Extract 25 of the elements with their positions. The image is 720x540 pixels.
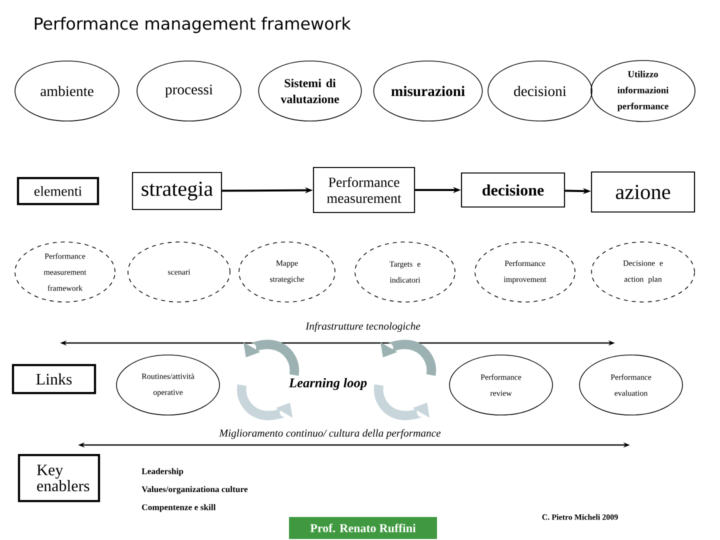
title: Performance management framework — [34, 16, 351, 34]
label-box: Links — [12, 364, 96, 394]
label: Compentenze e skill — [142, 504, 216, 512]
ellipse-node: processi — [136, 60, 242, 122]
ellipse-node: Sistemi di valutazione — [258, 60, 362, 122]
author-banner: Prof. Renato Ruffini — [289, 517, 437, 539]
process-box: azione — [590, 171, 696, 213]
ellipse-node: Routines/attività operative — [116, 354, 220, 416]
process-box: Performance measurement — [312, 166, 416, 214]
ellipse-node: ambiente — [14, 60, 120, 122]
process-box: decisione — [460, 172, 566, 208]
label: Values/organizationa culture — [142, 486, 248, 494]
ellipse-node: Performance review — [449, 354, 553, 416]
label-box: elementi — [16, 176, 100, 206]
process-box: strategia — [132, 172, 222, 210]
label: Learning loop — [288, 378, 367, 390]
ellipse-node: Performance evaluation — [579, 354, 683, 416]
ellipse-node: decisioni — [488, 60, 592, 122]
label: Miglioramento continuo/ cultura della performance — [219, 429, 441, 439]
label: Infrastrutture tecnologiche — [306, 322, 420, 332]
ellipse-node: Utilizzo informazioni performance — [590, 60, 696, 122]
label-box: Key enablers — [18, 454, 100, 502]
label: C. Pietro Micheli 2009 — [542, 514, 618, 520]
ellipse-node: misurazioni — [373, 60, 483, 122]
label: Leadership — [142, 468, 184, 476]
